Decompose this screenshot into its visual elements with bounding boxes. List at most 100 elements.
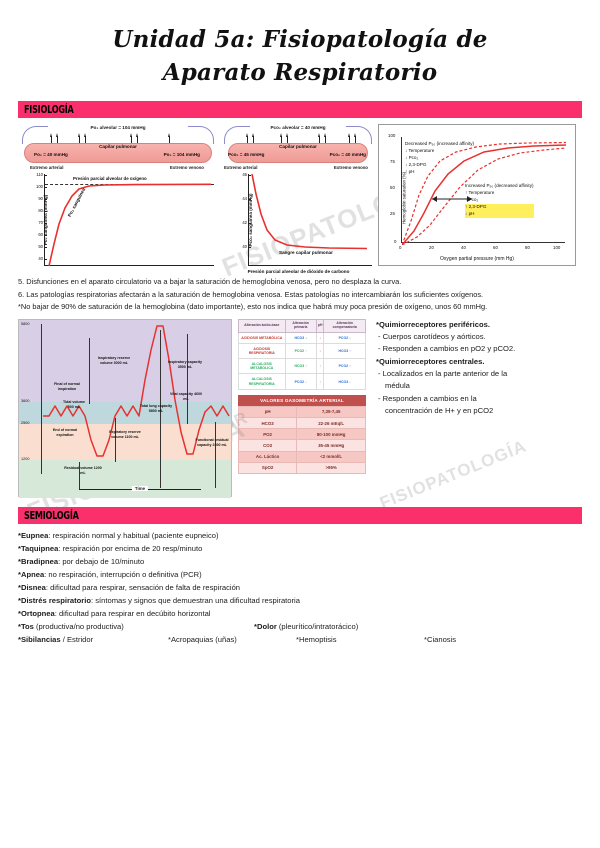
odc-left-item: ↑ pH (405, 168, 415, 174)
acid-base-table: Alteración ácido-base Alteración primari… (238, 318, 366, 390)
semiologia-row-tos-dolor: *Tos (productiva/no productiva) *Dolor (… (18, 620, 582, 633)
cell-param: PO2 (237, 428, 298, 441)
capillary-schematic-o2: Po₂ alveolar = 104 mmHg Capilar pulmonar… (18, 124, 218, 172)
cell-value: 35-45 mmHg (296, 439, 366, 452)
table-row: ACIDOSIS METABÓLICA HCO3 ↓ ↓ PCO2 ↓ (238, 331, 366, 344)
pco2-curve-label: Sangre capilar pulmonar (279, 250, 333, 256)
spirogram-measure-bar (89, 337, 90, 404)
pco2-blood-plot: Pco₂ sanguínea (mmHg) 46 44 42 40 Sangre… (242, 172, 372, 274)
odc-left-annotation: Decreased P₅₀ (increased affinity) ↓ Tem… (405, 141, 474, 175)
venous-pco2-value: Pco₂ = 40 mmHg (329, 152, 366, 158)
spirogram-measure-bar (160, 329, 161, 488)
po2-blood-plot: Po₂ sanguínea (mmHg) 110 100 90 80 70 60… (36, 172, 214, 267)
semiologia-term: *Bradipnea (18, 556, 59, 566)
table-row: ALCALOSIS METABÓLICA HCO3 ↑ ↑ PCO2 ↑ (238, 358, 366, 375)
spirogram-ytick: 5800 (21, 321, 30, 326)
arterial-end-label-o2: Extremo arterial (30, 165, 64, 171)
alveolus-arc-right-icon (346, 126, 372, 145)
spirogram-y-axis (41, 323, 42, 474)
spirogram-measure-bar (187, 333, 188, 424)
venous-po2-value: Po₂ = 104 mmHg (163, 152, 200, 158)
odc-ytick: 75 (390, 159, 395, 165)
odc-chart: Hemoglobin saturation (%) 10 (378, 124, 576, 267)
semiologia-def: : por debajo de 10/minuto (58, 556, 145, 566)
semiologia-list: *Eupnea: respiración normal y habitual (… (18, 529, 582, 646)
semiologia-term: *Ortopnea (18, 609, 55, 618)
sibilancias-term: *Sibilancias (18, 635, 61, 645)
band-inspiratory-reserve (19, 319, 231, 402)
col-primaria: Alteración primaria (284, 318, 317, 333)
sibilancias-def: / Estridor (60, 635, 94, 645)
chemoreceptors-notes: *Quimiorreceptores periféricos. - Cuerpo… (372, 319, 582, 497)
spirogram-label: Inspiratory capacity 3500 mL (168, 359, 202, 369)
spirogram-label: Functional residual capacity 2300 mL (195, 437, 229, 447)
po2-ytick: 60 (31, 232, 47, 237)
alveolus-arc-left-icon (224, 126, 250, 145)
semiologia-row-signos: *Sibilancias / Estridor *Acropaquias (uñ… (18, 633, 582, 646)
pulmonary-capillary-tube (24, 143, 212, 164)
capillary-label-co2: Capilar pulmonar (279, 144, 317, 150)
semiologia-term: *Disnea (18, 582, 46, 592)
po2-curve-svg (48, 183, 212, 267)
figure-oxygen-exchange: Po₂ alveolar = 104 mmHg Capilar pulmonar… (18, 124, 218, 270)
spirogram-ytick: 1200 (21, 456, 30, 461)
odc-ytick: 50 (390, 185, 395, 191)
pco2-curve-svg (251, 174, 368, 250)
spirogram-time-axis: Time (79, 485, 201, 492)
time-axis-label: Time (131, 485, 149, 491)
spirogram-measure-bar (115, 417, 116, 462)
spirogram-ytick: 3600 (21, 398, 30, 403)
odc-plot-area: 100 75 50 25 0 (388, 133, 567, 246)
table-row: ACIDOSIS RESPIRATORIA PCO2 ↑ ↓ HCO3 ↑ (238, 342, 366, 360)
pco2-ytick: 46 (235, 172, 251, 177)
spirogram-label: End of normal expiration (52, 427, 78, 437)
venous-end-label-o2: Extremo venoso (169, 165, 204, 171)
spirogram-label: Total lung capacity 5800 mL (139, 403, 173, 413)
central-item: concentración de H+ y en pCO2 (385, 405, 494, 415)
pco2-ytick: 42 (235, 220, 251, 225)
semiologia-term: *Taquipnea (18, 543, 59, 553)
cell-value: <2 mmol/L (296, 450, 366, 463)
peripheral-item: - Cuerpos carotídeos y aórticos. (378, 332, 486, 342)
physiology-note: *No bajar de 90% de saturación de la hem… (18, 302, 488, 312)
cell-name: ACIDOSIS RESPIRATORIA (238, 342, 286, 360)
gasometry-table: VALORES GASOMETRÍA ARTERIAL pH 7,35-7,45… (237, 394, 366, 474)
spirogram-label: Vital capacity 4600 mL (170, 391, 202, 401)
section-header-semiologia: SEMIOLOGÍA (18, 506, 582, 524)
alveolar-po2-label: Po₂ alveolar = 104 mmHg (90, 125, 146, 131)
pco2-ytick: 40 (235, 244, 251, 249)
semiologia-item: *Apnea: no respiración, interrupción o d… (18, 568, 582, 581)
po2-ytick: 40 (31, 256, 47, 261)
odc-xtick: 60 (493, 245, 498, 251)
dolor-def: (pleurítico/intratorácico) (276, 622, 359, 632)
odc-xtick: 20 (429, 245, 434, 251)
cell-param: Ac. Láctico (237, 450, 298, 463)
odc-left-item: ↓ Temperature (405, 148, 435, 154)
central-item: - Responden a cambios en la (378, 393, 477, 403)
odc-left-item: ↓ 2,3-DPG (405, 161, 427, 167)
table-header-row: Alteración ácido-base Alteración primari… (238, 318, 366, 333)
semiologia-item-tos: *Tos (productiva/no productiva) (18, 620, 254, 633)
table-row: pH 7,35-7,45 (237, 405, 366, 419)
table-row: HCO3 22-26 mEq/L (237, 417, 366, 430)
arterial-pco2-value: Pco₂ = 45 mmHg (228, 152, 265, 158)
dolor-term: *Dolor (254, 622, 277, 632)
cell-value: >95% (296, 461, 366, 474)
cell-value: 80-100 mmHg (296, 428, 366, 441)
odc-xtick: 80 (525, 245, 530, 251)
spirogram-trace-svg (43, 324, 230, 457)
spirogram-label: Residual volume 1200 mL (64, 465, 102, 475)
po2-ytick: 90 (31, 196, 47, 201)
cell-name: ALCALOSIS METABÓLICA (238, 358, 286, 375)
semiologia-term: *Distrés respiratorio (18, 595, 92, 605)
semiologia-item: *Ortopnea: dificultad para respirar en d… (18, 607, 582, 620)
diffusion-arrows-icon (222, 133, 374, 144)
odc-right-annotation: Increased P₅₀ (decreased affinity) ↑ Tem… (465, 183, 534, 218)
semiologia-def: : dificultad para respirar, sensación de… (45, 582, 241, 592)
semiologia-item-cianosis: *Cianosis (424, 635, 457, 645)
spirogram-measure-bar (215, 421, 216, 488)
capillary-label-o2: Capilar pulmonar (99, 144, 137, 150)
semiologia-term: *Eupnea (18, 530, 49, 540)
cell-primary: HCO3 ↑ (284, 358, 317, 375)
alveolar-po2-note: Presión parcial alveolar de oxígeno (73, 176, 147, 182)
